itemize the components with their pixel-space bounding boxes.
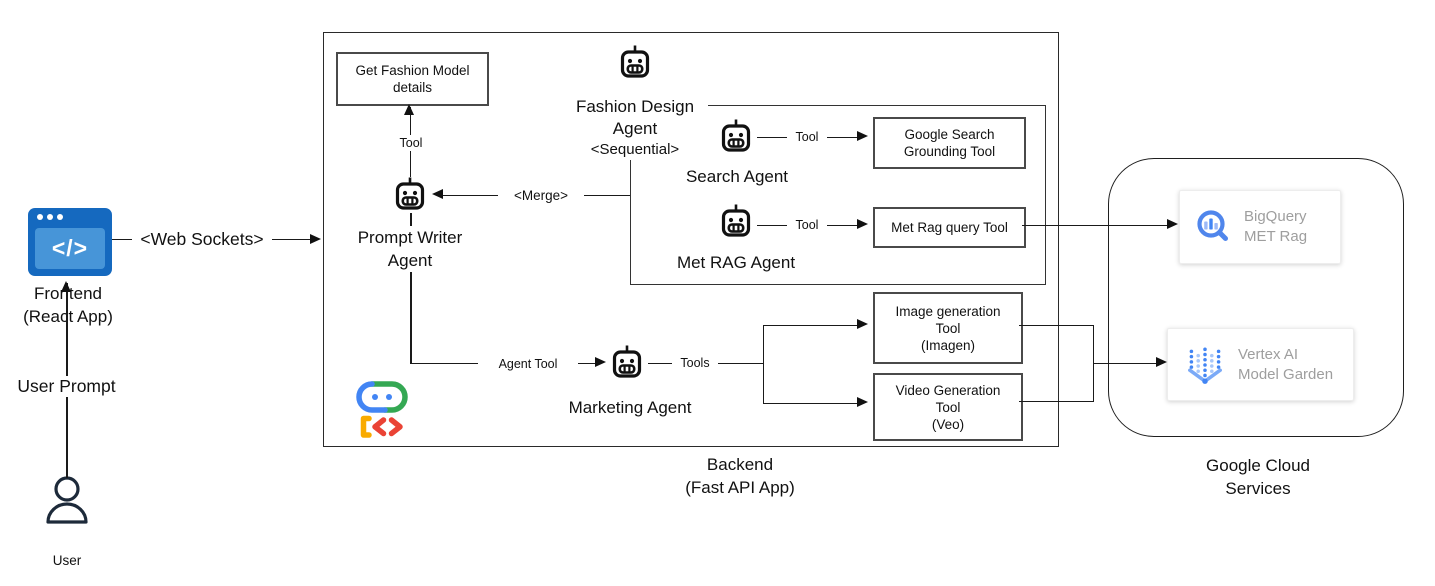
google-search-grounding-box: Google Search Grounding Tool [873, 117, 1026, 169]
met-rag-agent-label: Met RAG Agent [676, 253, 796, 272]
code-glyph: </> [51, 235, 89, 261]
vertex-bracket-top-line [1019, 324, 1094, 326]
image-generation-tool-box: Image generation Tool (Imagen) [873, 292, 1023, 364]
robot-icon-search-agent [721, 119, 751, 152]
tool-arrowhead-search [857, 131, 868, 141]
vertex-arrowhead [1156, 357, 1167, 367]
user-label: User [52, 553, 82, 568]
backend-label: Backend (Fast API App) [685, 455, 795, 497]
agent-tool-label: Agent Tool [478, 356, 578, 372]
vertex-ai-card-label: Vertex AI Model Garden [1238, 345, 1334, 383]
user-prompt-label: User Prompt [0, 376, 133, 397]
bigquery-line [1022, 224, 1168, 227]
vertex-ai-icon [1188, 347, 1222, 384]
video-generation-tool-box: Video Generation Tool (Veo) [873, 373, 1023, 441]
bigquery-arrowhead [1167, 219, 1178, 230]
bigquery-icon [1197, 210, 1228, 241]
browser-code-panel: </> [35, 228, 105, 269]
merge-label: <Merge> [498, 186, 584, 206]
tools-branch-image-arrowhead [857, 319, 868, 329]
get-fashion-model-box: Get Fashion Model details [336, 52, 489, 106]
websockets-arrowhead [310, 233, 321, 244]
robot-icon-met-rag-agent [721, 204, 751, 237]
robot-icon-fashion-design [620, 45, 650, 78]
user-prompt-arrowhead [61, 281, 71, 292]
vertex-ai-card: Vertex AI Model Garden [1167, 328, 1354, 401]
browser-dots [37, 214, 63, 220]
tool-arrowhead-prompt-writer [404, 104, 414, 115]
person-icon [46, 476, 88, 524]
robot-icon-prompt-writer [395, 177, 425, 210]
met-rag-query-tool-box: Met Rag query Tool [873, 207, 1026, 248]
tools-branch-image-line [763, 324, 857, 326]
tool-label-prompt-writer: Tool [391, 135, 431, 151]
frontend-label: Frontend (React App) [23, 284, 113, 326]
tool-arrowhead-met-rag [857, 219, 868, 230]
agent-tool-arrowhead [595, 357, 606, 367]
sequential-group-box [630, 105, 1046, 285]
tools-label: Tools [672, 355, 718, 371]
tools-branch-video-arrowhead [857, 397, 868, 407]
bigquery-card-label: BigQuery MET Rag [1244, 208, 1308, 245]
search-agent-label: Search Agent [685, 167, 789, 186]
browser-code-icon: </> [28, 208, 112, 276]
agent-tool-line-v [410, 213, 412, 363]
bigquery-card: BigQuery MET Rag [1179, 190, 1341, 264]
tools-branch-video-line [763, 402, 857, 404]
google-cloud-services-label: Google Cloud Services [1206, 456, 1310, 498]
google-cloud-container [1108, 158, 1404, 437]
vertex-line [1093, 362, 1157, 364]
marketing-agent-label: Marketing Agent [545, 396, 715, 419]
fashion-design-agent-label: Fashion Design Agent <Sequential> [562, 96, 708, 160]
tool-label-search: Tool [787, 129, 827, 145]
google-adk-logo [356, 381, 408, 438]
robot-icon-marketing-agent [612, 345, 642, 378]
vertex-bracket-bottom-line [1019, 400, 1094, 402]
prompt-writer-agent-label: Prompt Writer Agent [330, 226, 490, 272]
tool-label-met-rag: Tool [787, 217, 827, 233]
backend-container [323, 32, 1059, 447]
tools-bracket-vertical [762, 324, 764, 403]
merge-arrowhead [432, 189, 443, 199]
websockets-label: <Web Sockets> [132, 229, 272, 250]
